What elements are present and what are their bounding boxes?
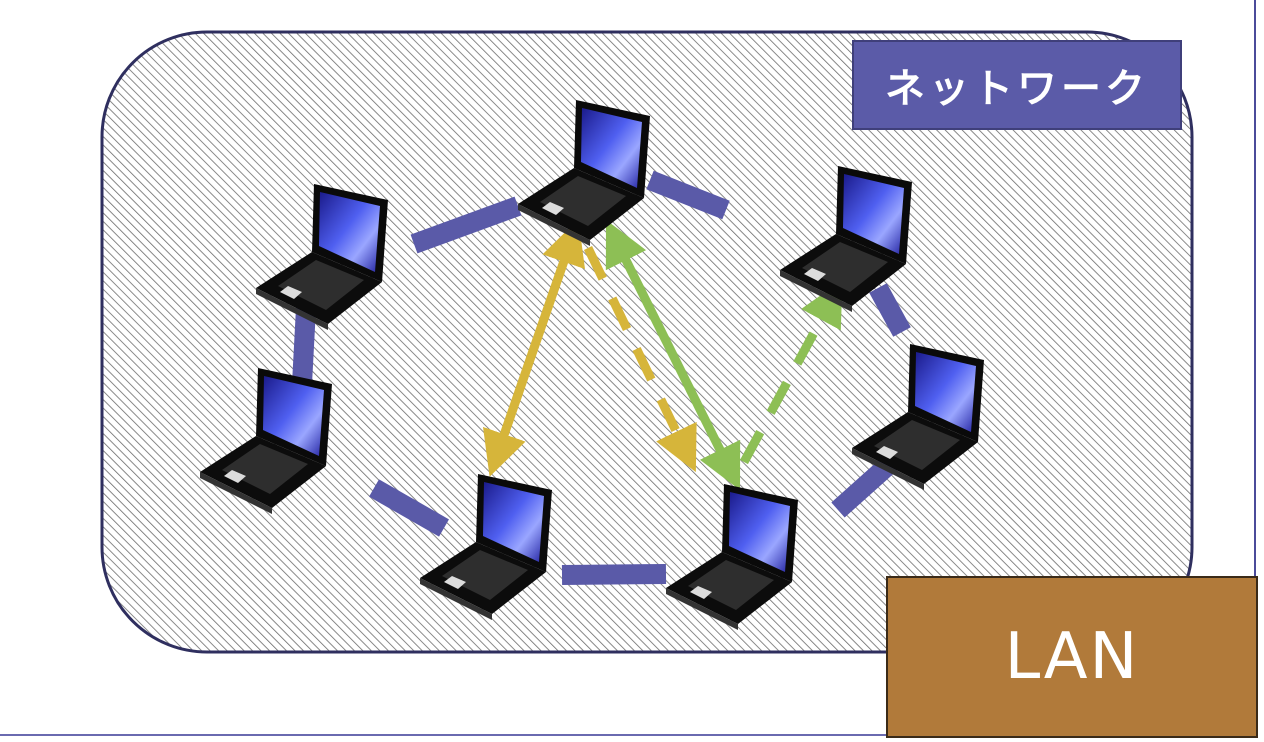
link-dash [561, 564, 667, 585]
link-dash [292, 307, 316, 385]
lan-label: LAN [886, 576, 1258, 738]
yellow-solid-arrow [482, 219, 586, 477]
link-dash [369, 479, 449, 537]
green-dashed-arrow [740, 280, 843, 465]
network-label: ネットワーク [852, 40, 1182, 130]
link-dash [869, 283, 911, 337]
bottom-divider [0, 734, 886, 736]
transfer-green [605, 219, 843, 491]
right-divider [1254, 0, 1256, 576]
green-solid-arrow [605, 219, 741, 491]
link-dash [410, 196, 522, 254]
link-dash [646, 170, 730, 220]
